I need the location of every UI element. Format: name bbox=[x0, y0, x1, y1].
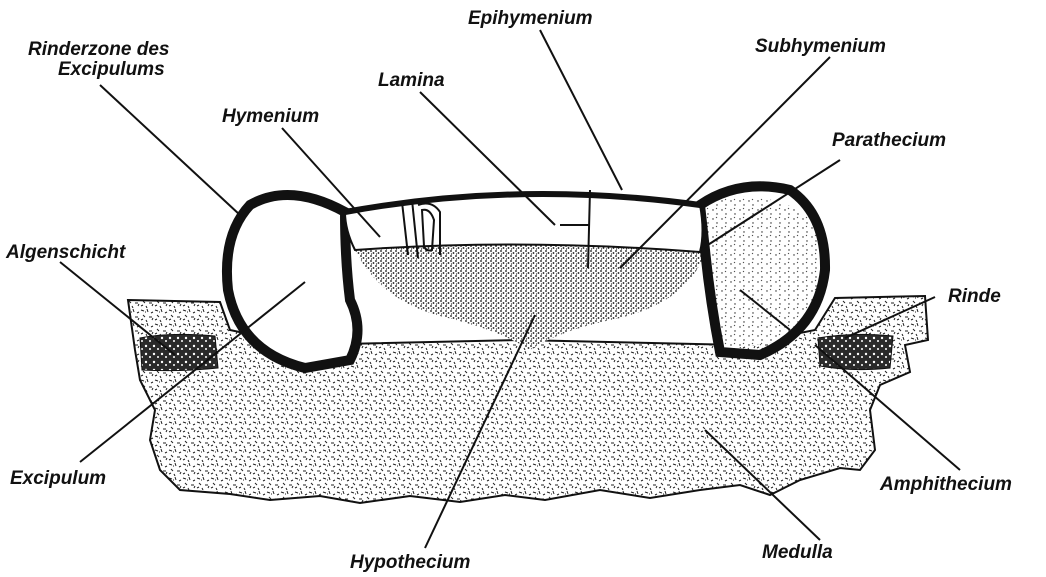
leader-epihymenium bbox=[540, 30, 622, 190]
label-epihymenium: Epihymenium bbox=[468, 8, 593, 29]
label-subhymenium: Subhymenium bbox=[755, 36, 886, 57]
label-lamina: Lamina bbox=[378, 70, 445, 91]
label-rinderzone-line1: Rinderzone des bbox=[28, 39, 169, 60]
label-excipulum: Excipulum bbox=[10, 468, 106, 489]
label-parathecium: Parathecium bbox=[832, 130, 946, 151]
algae-layer-right bbox=[818, 334, 893, 369]
label-amphithecium: Amphithecium bbox=[879, 474, 1012, 495]
algae-layer-left bbox=[140, 334, 218, 370]
label-rinde: Rinde bbox=[948, 286, 1001, 307]
label-rinderzone-line2: Excipulums bbox=[58, 59, 165, 80]
label-hymenium: Hymenium bbox=[222, 106, 319, 127]
label-hypothecium: Hypothecium bbox=[350, 552, 470, 573]
label-algenschicht: Algenschicht bbox=[5, 242, 126, 263]
hypothecium-region bbox=[355, 244, 705, 350]
label-medulla: Medulla bbox=[762, 542, 833, 563]
leader-rinderzone bbox=[100, 85, 240, 215]
